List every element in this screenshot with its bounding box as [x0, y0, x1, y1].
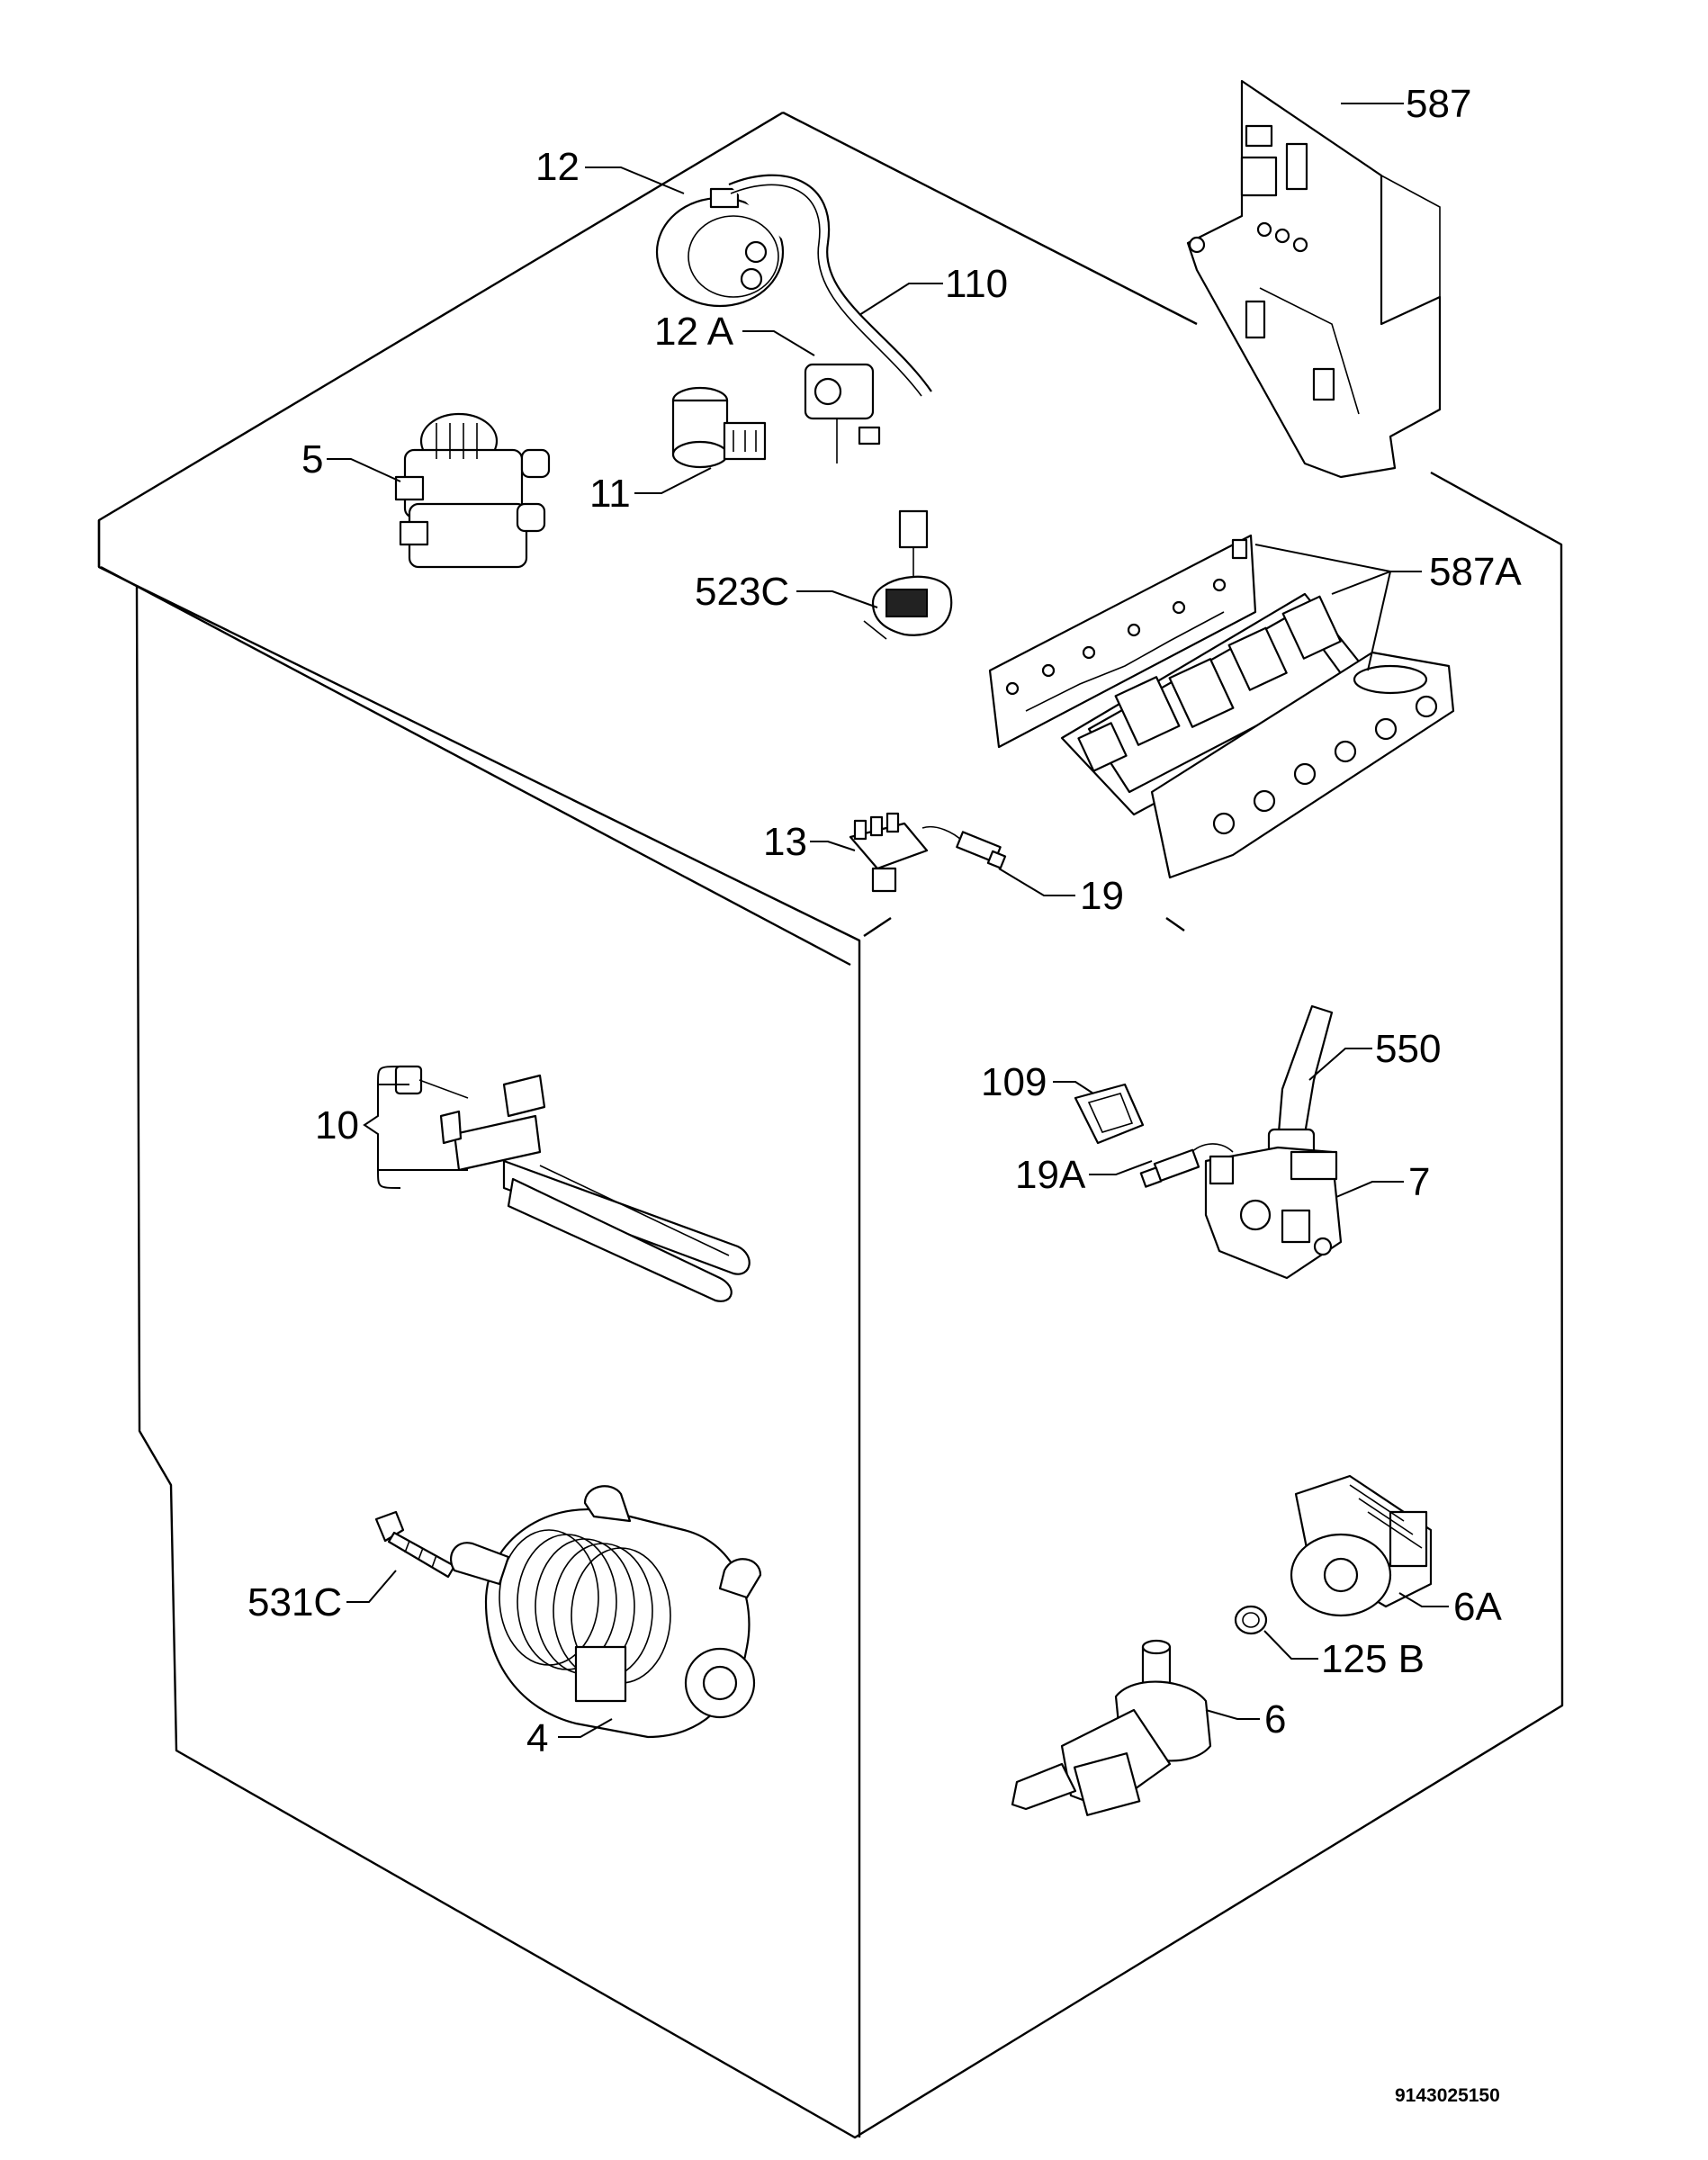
- part-5-inlet-valve: [394, 412, 551, 569]
- bolt-icon: [394, 1065, 423, 1095]
- part-531c-screw: [374, 1510, 456, 1579]
- part-523c-door-lock: [863, 509, 953, 640]
- capacitor-icon: [1285, 142, 1308, 191]
- label-4: 4: [526, 1716, 548, 1760]
- label-6a: 6A: [1453, 1585, 1502, 1629]
- label-10: 10: [315, 1103, 359, 1148]
- label-550: 550: [1375, 1027, 1441, 1071]
- label-13: 13: [763, 820, 807, 864]
- cabinet-outline: [97, 111, 1564, 2139]
- part-6-drain-pump: [1011, 1639, 1212, 1816]
- label-12a: 12 A: [654, 310, 734, 354]
- part-109-clip: [1074, 1083, 1145, 1145]
- label-587a: 587A: [1429, 550, 1522, 594]
- component-block: [1245, 124, 1273, 148]
- label-109: 109: [981, 1060, 1047, 1104]
- label-12: 12: [535, 145, 580, 189]
- part-11-capacitor: [671, 386, 767, 469]
- label-7: 7: [1408, 1160, 1430, 1204]
- label-110: 110: [945, 262, 1008, 306]
- label-6: 6: [1264, 1697, 1286, 1742]
- part-19a-sensor: [1139, 1143, 1234, 1188]
- part-587a-button-frame: [1060, 592, 1379, 816]
- part-587a-control-board: [988, 534, 1257, 749]
- part-7-switch: [1204, 1146, 1343, 1280]
- screw-icon: [1188, 236, 1206, 254]
- part-10-heating-element: [394, 1065, 751, 1302]
- part-13-connector: [849, 812, 929, 893]
- part-4-motor: [449, 1485, 762, 1739]
- label-587: 587: [1406, 82, 1471, 126]
- label-19: 19: [1080, 874, 1124, 918]
- label-125b: 125 B: [1321, 1637, 1425, 1681]
- drawing-code: 9143025150: [1395, 2085, 1500, 2106]
- part-12a-sensor: [804, 363, 881, 464]
- part-587-control-module: [1186, 79, 1442, 479]
- label-11: 11: [589, 472, 631, 516]
- part-110-hose: [728, 174, 932, 392]
- part-12-pressure-switch: [655, 187, 785, 308]
- label-531c: 531C: [247, 1580, 342, 1624]
- part-125b-seal: [1234, 1605, 1268, 1635]
- label-19a: 19A: [1015, 1153, 1086, 1197]
- label-5: 5: [301, 437, 323, 482]
- part-19-temperature-sensor: [921, 825, 1007, 869]
- part-6a-pump-motor: [1290, 1474, 1433, 1617]
- part-550-lever: [1267, 1004, 1334, 1167]
- label-523c: 523C: [695, 570, 789, 614]
- transformer-icon: [1240, 156, 1278, 197]
